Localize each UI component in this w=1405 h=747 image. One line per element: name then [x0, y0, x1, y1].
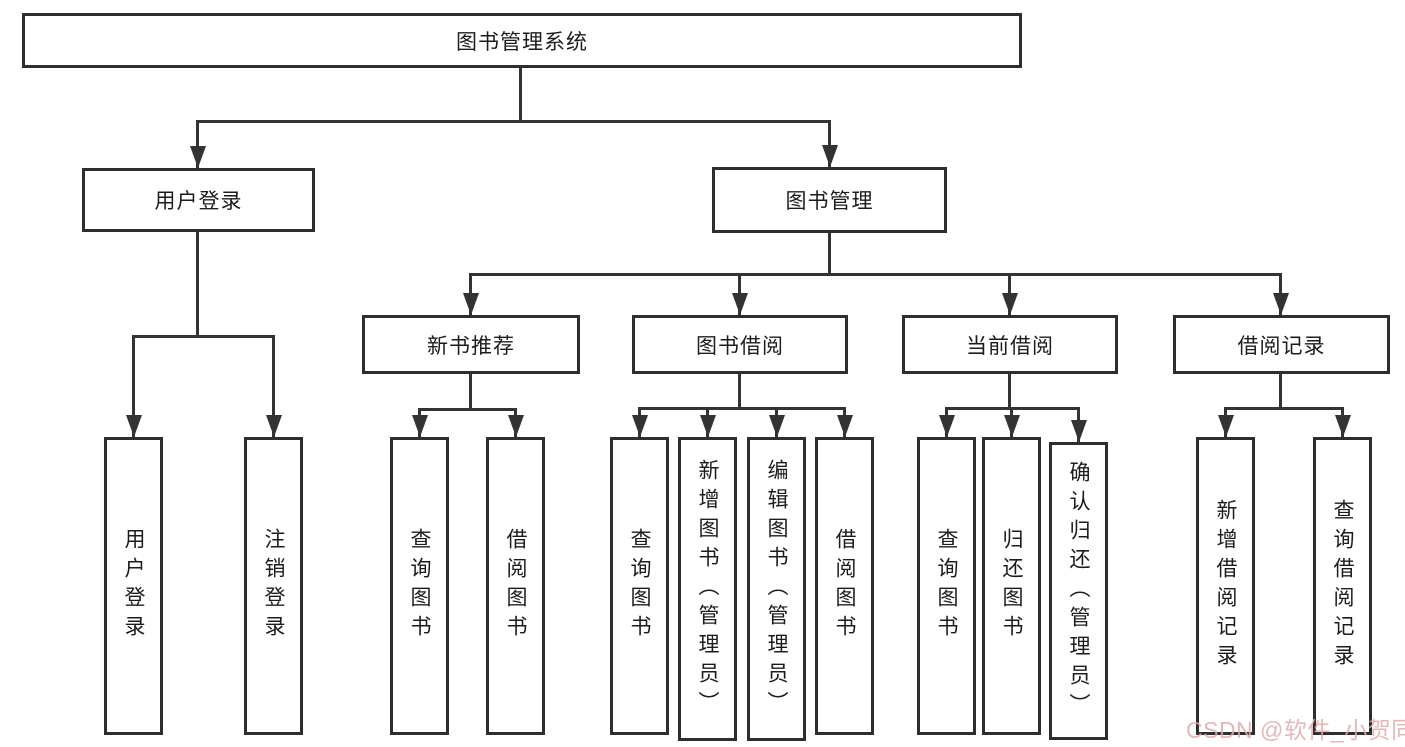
node-user-login: 用户登录 [82, 168, 315, 232]
arrow-down-icon [738, 273, 741, 315]
arrow-down-icon [1341, 407, 1344, 437]
arrow-down-icon [418, 408, 421, 437]
arrow-down-icon [638, 407, 641, 437]
leaf-borrow-query: 查询图书 [610, 437, 669, 735]
arrow-down-icon [775, 407, 778, 437]
connector-level2-rail [197, 120, 831, 123]
node-root: 图书管理系统 [22, 13, 1022, 68]
connector-level3-rail [470, 273, 1281, 276]
node-book-management: 图书管理 [712, 167, 947, 233]
node-book-borrow: 图书借阅 [632, 315, 848, 374]
arrow-down-icon [196, 120, 199, 168]
connector-userlogin-stem [196, 232, 199, 335]
arrow-down-icon [272, 335, 275, 437]
leaf-borrow-edit-admin: 编辑图书（管理员） [747, 437, 806, 741]
leaf-logout: 注销登录 [244, 437, 303, 735]
connector-userlogin-rail [132, 335, 275, 338]
arrow-down-icon [828, 120, 831, 167]
arrow-down-icon [843, 407, 846, 437]
arrow-down-icon [1010, 407, 1013, 437]
leaf-borrow-borrow: 借阅图书 [815, 437, 874, 735]
connector-bookmgmt-stem [828, 233, 831, 273]
leaf-current-return: 归还图书 [982, 437, 1041, 735]
connector-currentborrow-stem [1008, 374, 1011, 407]
connector-borrowrecord-rail [1224, 407, 1344, 410]
leaf-record-add: 新增借阅记录 [1196, 437, 1255, 735]
leaf-newbook-borrow: 借阅图书 [486, 437, 545, 735]
arrow-down-icon [514, 408, 517, 437]
connector-newbook-stem [469, 374, 472, 408]
node-current-borrow: 当前借阅 [902, 315, 1118, 374]
arrow-down-icon [1008, 273, 1011, 315]
leaf-user-login: 用户登录 [104, 437, 163, 735]
connector-bookborrow-stem [738, 374, 741, 407]
connector-root-stem [519, 68, 522, 120]
csdn-watermark: CSDN @软件_小贺同学 [1186, 717, 1405, 743]
leaf-newbook-query: 查询图书 [390, 437, 449, 735]
arrow-down-icon [1224, 407, 1227, 437]
connector-newbook-rail [418, 408, 517, 411]
leaf-current-query: 查询图书 [917, 437, 976, 735]
leaf-record-query: 查询借阅记录 [1313, 437, 1372, 735]
connector-borrowrecord-stem [1279, 374, 1282, 407]
arrow-down-icon [1279, 273, 1282, 315]
arrow-down-icon [469, 273, 472, 315]
leaf-borrow-add-admin: 新增图书（管理员） [678, 437, 737, 741]
node-new-book-recommend: 新书推荐 [362, 315, 580, 374]
arrow-down-icon [706, 407, 709, 437]
connector-bookborrow-rail [638, 407, 846, 410]
node-borrow-record: 借阅记录 [1173, 315, 1390, 374]
arrow-down-icon [132, 335, 135, 437]
arrow-down-icon [945, 407, 948, 437]
leaf-current-confirm-admin: 确认归还（管理员） [1049, 442, 1108, 740]
arrow-down-icon [1077, 407, 1080, 442]
